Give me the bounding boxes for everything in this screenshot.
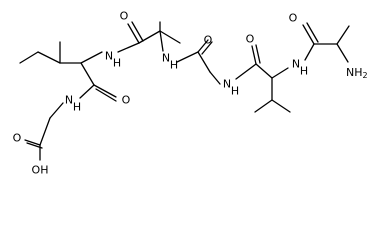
o-ala-nterm-carbonyl-label: O [289, 12, 298, 25]
o-val-carbonyl-label: O [246, 33, 255, 46]
n-ala-gly-label: N [162, 52, 170, 65]
bond-lines [19, 21, 350, 161]
atom-labels: O O O O O N H N H N H N H N H NH2 O OH [13, 10, 368, 177]
n-val-ala-label: N [292, 58, 300, 71]
peptide-structure-diagram: O O O O O N H N H N H N H N H NH2 O OH [13, 10, 368, 177]
o-ala-carbonyl-label: O [120, 10, 129, 23]
h-gly-cterm-label: H [73, 101, 81, 114]
n-gly-val-label: N [223, 78, 231, 91]
o-ile-carbonyl-label: O [122, 94, 131, 107]
h-ala-gly-label: H [170, 59, 178, 72]
nh2-label: NH2 [346, 66, 368, 80]
nh2-subscript: 2 [363, 71, 368, 80]
h-ile-ala-label: H [113, 57, 121, 70]
o-gly-carbonyl-label: O [204, 34, 213, 47]
h-gly-val-label: H [231, 85, 239, 98]
n-ile-ala-label: N [105, 50, 113, 63]
n-gly-cterm-label: N [65, 94, 73, 107]
oh-acid-label: OH [32, 164, 49, 177]
nh2-text: NH [346, 66, 363, 79]
h-val-ala-label: H [300, 65, 308, 78]
o-acid-carbonyl-label: O [13, 132, 22, 145]
